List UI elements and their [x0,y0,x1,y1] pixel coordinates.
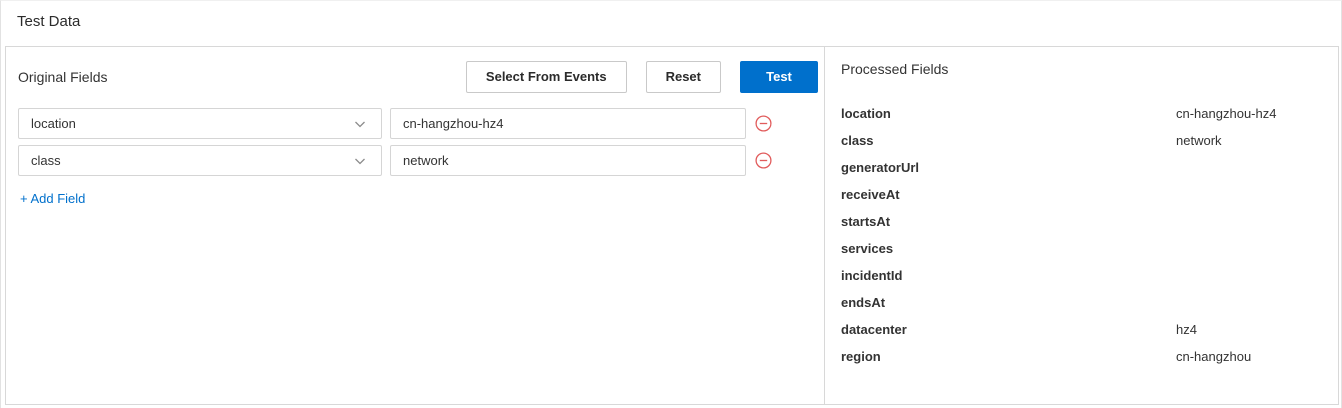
field-key: region [841,349,881,364]
processed-fields-title: Processed Fields [841,61,949,77]
field-name-select-value: location [31,116,76,131]
field-key: incidentId [841,268,903,283]
field-value-input[interactable] [390,145,746,176]
test-button[interactable]: Test [740,61,818,93]
original-fields-panel: Original Fields Select From Events Reset… [6,47,824,404]
original-fields-title: Original Fields [18,69,108,85]
processed-field-row: services [841,235,1322,262]
processed-fields-list: location cn-hangzhou-hz4 class network g… [841,100,1322,370]
field-name-select[interactable]: class [18,145,382,176]
minus-circle-icon [754,152,772,169]
field-value: network [1176,133,1222,148]
processed-field-row: class network [841,127,1322,154]
field-key: location [841,106,891,121]
processed-field-row: receiveAt [841,181,1322,208]
field-key: datacenter [841,322,907,337]
page-title: Test Data [17,13,81,30]
field-key: class [841,133,874,148]
field-value: cn-hangzhou-hz4 [1176,106,1277,121]
processed-field-row: region cn-hangzhou [841,343,1322,370]
select-from-events-button[interactable]: Select From Events [465,61,627,93]
processed-field-row: startsAt [841,208,1322,235]
processed-field-row: generatorUrl [841,154,1322,181]
original-fields-header: Original Fields Select From Events Reset… [18,61,818,93]
field-row: location [18,108,818,139]
processed-field-row: endsAt [841,289,1322,316]
reset-button[interactable]: Reset [645,61,721,93]
minus-circle-icon [754,115,772,132]
field-value: cn-hangzhou [1176,349,1252,364]
field-key: receiveAt [841,187,900,202]
field-name-select-value: class [31,153,61,168]
add-field-link[interactable]: + Add Field [20,191,86,206]
remove-field-button[interactable] [754,152,772,170]
processed-fields-panel: Processed Fields location cn-hangzhou-hz… [824,47,1338,404]
field-key: endsAt [841,295,886,310]
chevron-down-icon [355,158,365,164]
processed-field-row: location cn-hangzhou-hz4 [841,100,1322,127]
field-value: hz4 [1176,322,1197,337]
field-key: services [841,241,894,256]
processed-field-row: incidentId [841,262,1322,289]
field-name-select[interactable]: location [18,108,382,139]
remove-field-button[interactable] [754,115,772,133]
field-key: generatorUrl [841,160,920,175]
toolbar: Select From Events Reset Test [465,61,818,93]
processed-field-row: datacenter hz4 [841,316,1322,343]
test-data-content: Original Fields Select From Events Reset… [5,46,1339,405]
page-header: Test Data [1,1,1341,46]
field-key: startsAt [841,214,891,229]
field-row: class [18,145,818,176]
chevron-down-icon [355,121,365,127]
field-value-input[interactable] [390,108,746,139]
